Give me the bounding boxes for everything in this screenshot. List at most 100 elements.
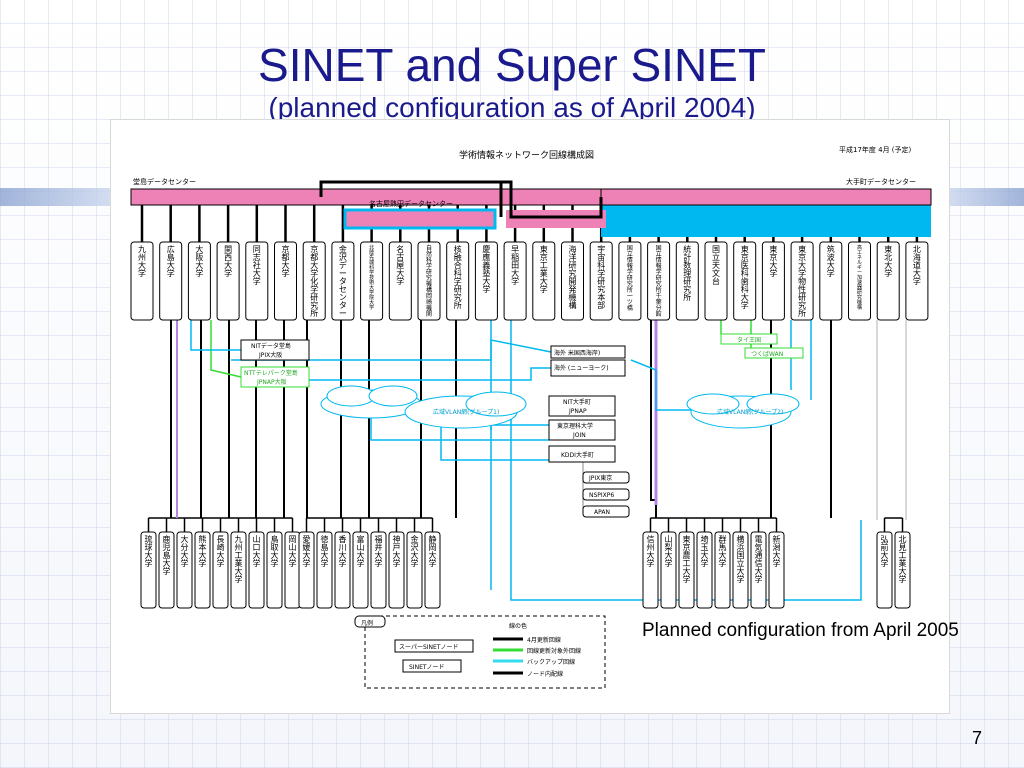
box-thailand xyxy=(720,333,778,345)
bottom-node-label: 徳島大学 xyxy=(321,534,329,568)
cloud-vlan-group1: 広域VLAN網(グループ1) xyxy=(320,385,527,429)
bottom-node-label: 北見工業大学 xyxy=(899,535,907,584)
connection-line xyxy=(190,320,241,351)
top-node-label: 核融合科学研究所 xyxy=(454,244,462,310)
top-node: 国立情報学研究所千葉分館 xyxy=(647,241,671,321)
top-node-label: 早稲田大学 xyxy=(511,245,519,286)
bottom-node-label: 琉球大学 xyxy=(145,534,153,568)
top-node-row: 九州大学広島大学大阪大学関西大学同志社大学京都大学京都大学化学研究所金沢データセ… xyxy=(130,241,929,321)
jpnap-label: JPNAP xyxy=(568,408,587,415)
top-node: 東京大学 xyxy=(761,241,785,321)
box-overseas-west xyxy=(550,345,626,359)
join-label: JOIN xyxy=(572,432,586,439)
bottom-node-label: 金沢大学 xyxy=(411,534,419,568)
decorative-bar-left xyxy=(0,188,110,206)
nit-telepark-label: NTTテレパーク堂島 xyxy=(244,369,298,377)
top-node-label: 慶應義塾大学 xyxy=(482,244,490,294)
top-node-label: 自然科学研究機構岡崎機関 xyxy=(426,244,432,318)
top-node: 海洋研究開発機構 xyxy=(561,241,584,321)
box-nit-otemachi xyxy=(548,395,616,417)
box-overseas-ny xyxy=(550,359,626,377)
bottom-node-label: 信州大学 xyxy=(647,534,655,568)
center-label-nagoya: 名古屋熱田データセンター xyxy=(369,199,453,208)
legend-line-internal: ノード内配線 xyxy=(527,670,563,678)
legend-line-outside: 回線更新対象外回線 xyxy=(527,647,581,655)
otemachi-bus-top xyxy=(600,188,932,206)
jpix-osaka-label: JPIX大阪 xyxy=(258,351,282,359)
top-node: 東京医科歯科大学 xyxy=(733,241,757,321)
top-node-label: 北陸先端科学技術大学院大学 xyxy=(369,244,374,311)
bottom-node: 新潟大学 xyxy=(768,531,785,609)
bottom-node-label: 山梨大学 xyxy=(665,534,673,568)
connection-line xyxy=(440,422,581,461)
nspixp6-label: NSPIXP6 xyxy=(589,492,614,499)
bottom-node-label: 香川大学 xyxy=(339,534,347,568)
connection-line xyxy=(490,424,549,430)
top-node: 東京大学物性研究所 xyxy=(790,241,814,321)
top-node-label: 東京医科歯科大学 xyxy=(741,244,749,310)
bottom-node-label: 大分大学 xyxy=(181,534,189,568)
legend-line-april: 4月更新回線 xyxy=(527,636,561,644)
bottom-node: 鹿児島大学 xyxy=(158,531,175,609)
cloud-right-label: 広域VLAN網(グループ2) xyxy=(717,408,783,416)
bottom-node-label: 横浜国立大学 xyxy=(737,534,745,584)
top-node: 京都大学化学研究所 xyxy=(302,241,326,321)
bottom-node: 香川大学 xyxy=(334,531,351,609)
top-node: 国立天文台 xyxy=(704,241,728,321)
bottom-node: 山口大学 xyxy=(248,531,265,609)
box-tsukuba-wan xyxy=(744,347,804,359)
box-nspixp6 xyxy=(582,488,630,501)
cloud-vlan-group2: 広域VLAN網(グループ2) xyxy=(686,393,800,429)
legend-line-title: 線の色 xyxy=(509,622,527,630)
bottom-node-label: 富山大学 xyxy=(357,534,365,568)
overseas-west-label: 海外 米国西海岸) xyxy=(554,349,600,357)
bottom-node: 山梨大学 xyxy=(660,531,677,609)
nit-otemachi-label: NIT大手町 xyxy=(563,398,591,406)
bottom-node-label: 静岡大学 xyxy=(429,534,437,568)
page-number: 7 xyxy=(972,728,983,748)
kddi-label: KDDI大手町 xyxy=(561,451,594,459)
box-nit-dojima xyxy=(240,339,310,361)
bottom-node: 熊本大学 xyxy=(194,531,211,609)
bottom-node: 電気通信大学 xyxy=(750,531,767,609)
top-node-label: 京都大学化学研究所 xyxy=(310,244,318,318)
legend: 凡例 線の色 スーパーSINETノード SINETノード 4月更新回線 回線更新… xyxy=(354,615,606,689)
top-node-label: 国立天文台 xyxy=(712,245,720,286)
slide-title: SINET and Super SINET xyxy=(258,39,766,91)
connection-line xyxy=(650,320,657,518)
bottom-node: 愛媛大学 xyxy=(298,531,315,609)
bottom-node-label: 山口大学 xyxy=(253,534,261,568)
top-node-label: 金沢データセンター xyxy=(339,244,347,318)
box-kddi xyxy=(548,445,616,463)
top-node-label: 海洋研究開発機構 xyxy=(569,244,577,310)
tus-label: 東京理科大学 xyxy=(557,422,593,430)
top-node: 京都大学 xyxy=(274,241,297,321)
network-diagram: 堂島データセンター 名古屋熱田データセンター 大手町データセンター 学術情報ネッ… xyxy=(110,119,950,714)
bottom-node: 静岡大学 xyxy=(424,531,441,609)
decorative-bar-right xyxy=(948,188,1024,206)
top-node: 核融合科学研究所 xyxy=(446,241,470,321)
bottom-node-label: 弘前大学 xyxy=(881,535,889,568)
top-node: 国立情報学研究所一ツ橋 xyxy=(618,241,642,321)
connection-line xyxy=(251,367,551,381)
top-node-label: 国立情報学研究所一ツ橋 xyxy=(627,245,633,312)
jpnap-osaka-label: JPNAP大阪 xyxy=(256,378,287,386)
top-node: 慶應義塾大学 xyxy=(474,241,498,321)
legend-sinet: SINETノード xyxy=(409,664,445,671)
bottom-node: 埼玉大学 xyxy=(696,531,713,609)
top-node-label: 北海道大学 xyxy=(913,245,921,286)
bottom-node-row: 琉球大学鹿児島大学大分大学熊本大学長崎大学九州工業大学山口大学鳥取大学岡山大学愛… xyxy=(140,531,911,609)
bottom-node-label: 群馬大学 xyxy=(719,534,727,568)
bottom-node-label: 電気通信大学 xyxy=(755,535,763,584)
top-node: 東京工業大学 xyxy=(532,241,556,321)
bottom-node-label: 神戸大学 xyxy=(393,534,401,568)
bottom-node-label: 熊本大学 xyxy=(199,534,207,568)
bottom-node: 富山大学 xyxy=(352,531,369,609)
top-node-label: 国立情報学研究所千葉分館 xyxy=(656,245,662,318)
top-node-label: 統計数理研究所 xyxy=(683,244,691,302)
top-node-label: 大阪大学 xyxy=(195,244,203,278)
box-tus xyxy=(548,419,616,441)
top-node-label: 東京大学物性研究所 xyxy=(798,244,806,318)
top-node: 統計数理研究所 xyxy=(675,241,699,321)
bottom-node-label: 愛媛大学 xyxy=(303,534,311,568)
